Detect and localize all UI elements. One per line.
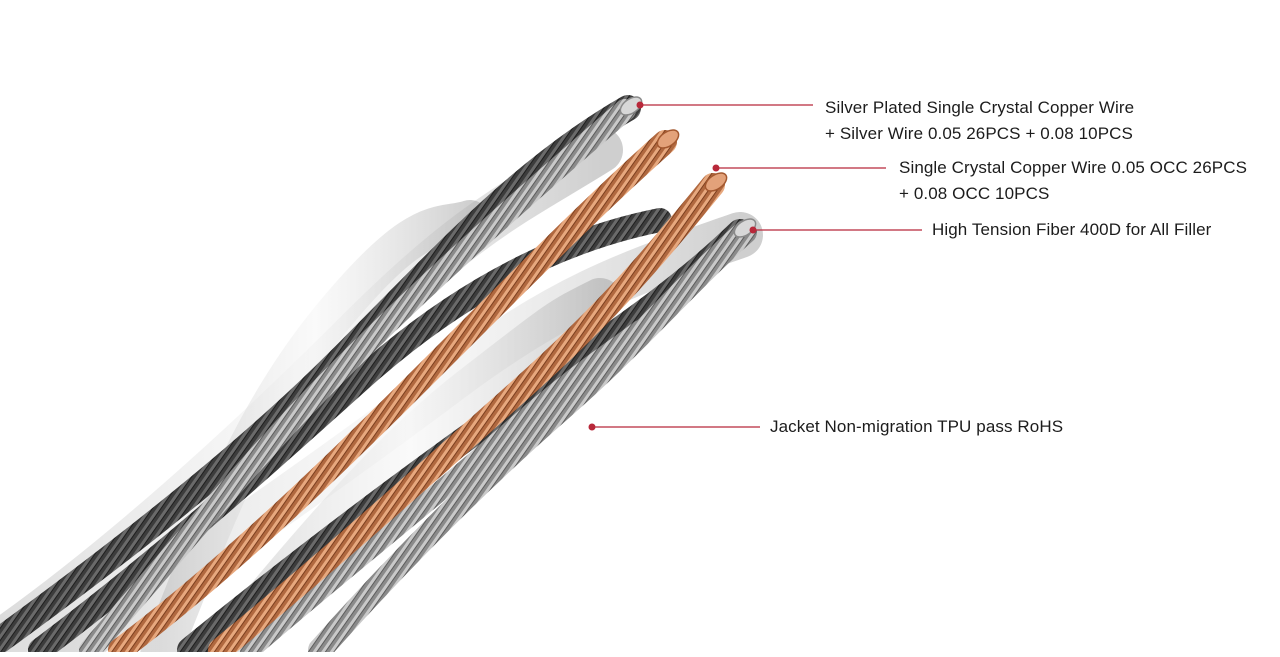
callout-occ-copper-wire: Single Crystal Copper Wire 0.05 OCC 26PC… [899,155,1247,207]
callout-jacket: Jacket Non-migration TPU pass RoHS [770,414,1063,440]
strand-ends [619,96,757,238]
callout-2-line-1: Single Crystal Copper Wire 0.05 OCC 26PC… [899,158,1248,177]
leader-dot-2 [712,164,720,172]
leader-dot-4 [588,423,596,431]
callout-4-line-1: Jacket Non-migration TPU pass RoHS [770,417,1064,436]
callout-fiber-filler: High Tension Fiber 400D for All Filler [932,217,1211,243]
callout-3-line-1: High Tension Fiber 400D for All Filler [932,220,1212,239]
leader-dot-1 [636,101,644,109]
callout-silver-plated-wire: Silver Plated Single Crystal Copper Wire… [825,95,1134,147]
callout-2-line-2: + 0.08 OCC 10PCS [899,184,1050,203]
copper-braid-strands [108,130,725,657]
callout-1-line-2: + Silver Wire 0.05 26PCS + 0.08 10PCS [825,124,1133,143]
leader-lines [588,101,922,431]
leader-dot-3 [749,226,757,234]
silver-braid-strands [79,99,757,657]
callout-1-line-1: Silver Plated Single Crystal Copper Wire [825,98,1135,117]
